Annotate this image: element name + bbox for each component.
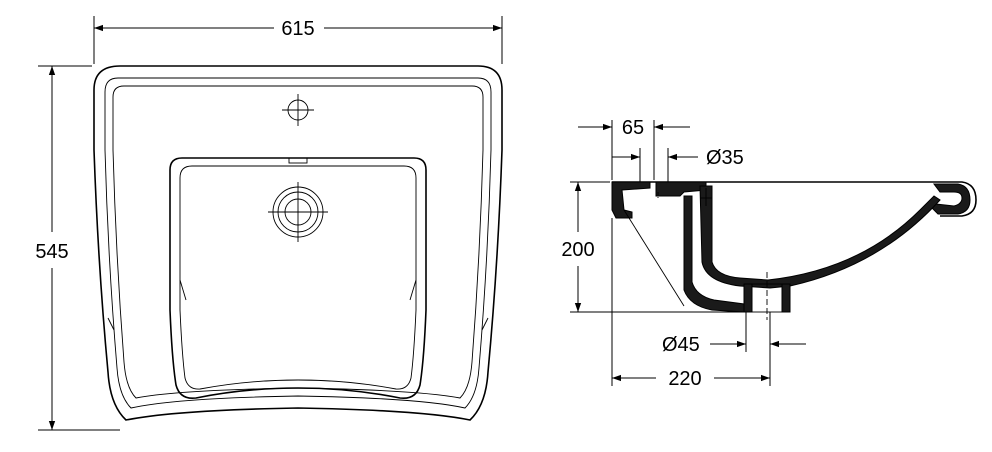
bowl-inner-outline — [179, 165, 417, 390]
width-dimension-label: 615 — [281, 18, 314, 40]
overflow-slot — [288, 157, 308, 164]
rim-line-1 — [104, 77, 492, 409]
section-rim-band — [655, 181, 707, 197]
section-rim-top — [612, 181, 977, 217]
dimension-200-label: 200 — [561, 239, 594, 261]
rim-tick-right — [481, 317, 489, 331]
dimension-65-label: 65 — [622, 117, 644, 139]
section-overflow-wall — [683, 195, 745, 313]
bowl-tick-left — [179, 279, 187, 301]
bowl-tick-right — [409, 279, 417, 301]
height-dimension-label: 545 — [35, 241, 68, 263]
section-left-flange — [611, 181, 651, 219]
tap-hole-icon — [282, 94, 314, 126]
section-support-line — [623, 209, 685, 307]
bowl-outer-outline — [169, 157, 427, 400]
drain-icon — [268, 182, 328, 242]
basin-outer-outline — [93, 65, 503, 421]
plan-view: 615 545 — [35, 16, 503, 431]
rim-tick-left — [107, 317, 115, 331]
dimension-d45-label: Ø45 — [662, 334, 700, 356]
dimension-d35-label: Ø35 — [706, 147, 744, 169]
section-view: 65 Ø35 200 Ø45 220 — [561, 117, 977, 390]
dimension-220-label: 220 — [668, 368, 701, 390]
section-bowl-wall — [699, 185, 941, 289]
